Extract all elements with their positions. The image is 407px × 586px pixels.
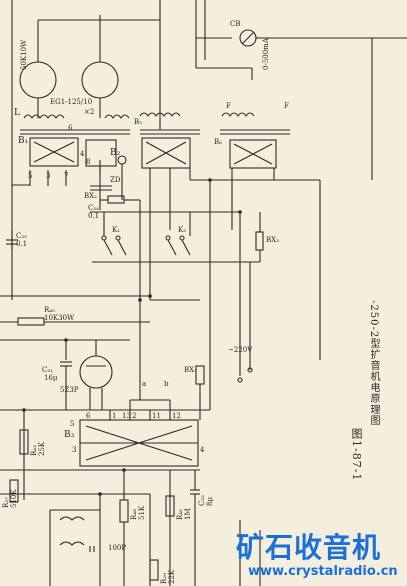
c21-label: C₂₁	[42, 366, 53, 374]
term-a-label: a	[142, 380, 147, 388]
watermark-url: www.crystalradio.cn	[248, 564, 398, 579]
pin-label: 12	[172, 412, 181, 420]
b3-label: B₃	[64, 430, 75, 440]
r27-label: R₂₇	[2, 497, 10, 508]
k2-label: K₂	[178, 226, 187, 234]
pin-label: 6	[68, 124, 73, 132]
pin-label: 11	[152, 412, 161, 420]
c25-value: 0.1	[16, 240, 28, 248]
tube-eg-label: EG1-125/10	[50, 98, 93, 106]
watermark-logo: 矿石收音机	[236, 531, 382, 564]
r45-value: 10K30W	[44, 314, 75, 322]
c21-value: 16μ	[44, 374, 58, 382]
mains-label: ~220V	[228, 346, 253, 354]
pin-label: 4	[200, 446, 205, 454]
tube-count-label: ×2	[84, 108, 95, 116]
pin-label: 7	[64, 172, 69, 180]
bx3-label: BX₃	[266, 236, 279, 244]
r29-label: R₂₉	[160, 573, 168, 584]
k1-label: K₁	[112, 226, 121, 234]
f1-label: F	[226, 102, 231, 110]
b6-label: B₆	[214, 138, 222, 146]
pin-label: 4	[80, 150, 85, 158]
c24-value: 0.1	[88, 212, 100, 220]
pin-label: 1	[112, 412, 117, 420]
figure-caption: -250-2型扩音机电原理图	[368, 300, 379, 427]
meter-range-label: 0-500mA	[262, 38, 270, 70]
b2-label: B₂	[110, 148, 121, 158]
r46-label: R₄₆	[176, 509, 184, 520]
pin-label: 13	[122, 412, 131, 420]
tube-5z3p-label: 5Z3P	[60, 386, 79, 394]
r45-label: R₄₅	[44, 306, 55, 314]
c25-label: C₂₅	[16, 232, 27, 240]
r29-value: 22K	[168, 569, 176, 584]
pin-label: 5	[28, 172, 33, 180]
f2-label: F	[284, 102, 289, 110]
c24-label: C₂₄	[88, 204, 99, 212]
term-b-label: b	[164, 380, 169, 388]
figure-number: 图1-87-1	[350, 428, 363, 482]
c-100p-label: 100P	[108, 544, 127, 552]
r43-label: R₄₃	[30, 445, 38, 456]
c22-label: C₂₂	[198, 495, 206, 506]
r43-value: 25K	[38, 441, 46, 456]
pin-label: 8	[86, 158, 91, 166]
pin-label: 3	[72, 446, 77, 454]
b5-label: B₅	[134, 118, 142, 126]
r46-value: 1M	[184, 508, 192, 520]
zd-label: ZD	[110, 176, 121, 184]
c22-value: 8μ	[206, 496, 214, 506]
r48-value: 51K	[138, 505, 146, 520]
bx1-label: BX₁	[184, 366, 197, 374]
pin-label: 6	[86, 412, 91, 420]
cb-label: CB	[230, 20, 241, 28]
bx2-label: BX₂	[84, 192, 97, 200]
b1-label: B₁	[18, 136, 29, 146]
r27-value: 510K	[10, 489, 18, 508]
pin-label: 2	[132, 412, 137, 420]
pin-label: 5	[70, 420, 75, 428]
pin-label: 3	[46, 172, 51, 180]
l-label: L	[14, 108, 20, 118]
r48-label: R₄₈	[130, 509, 138, 520]
r-top-label: 50K10W	[20, 39, 28, 70]
